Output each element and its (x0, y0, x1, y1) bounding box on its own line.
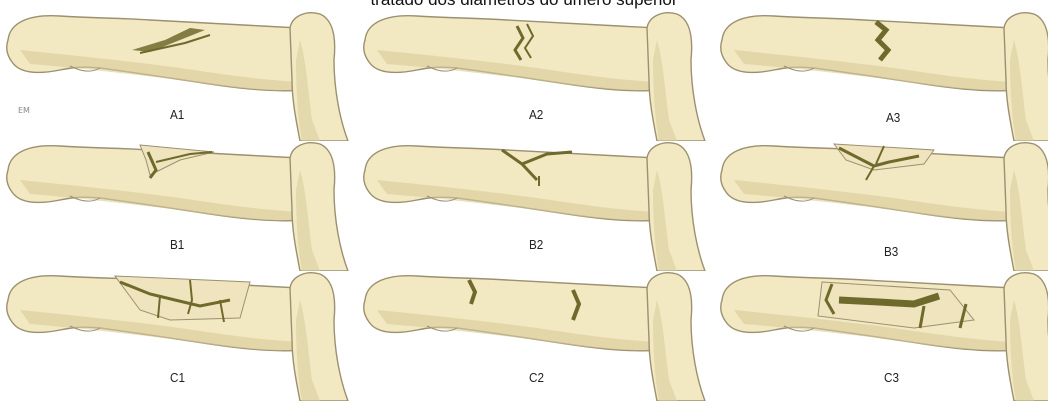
panel-label-b3: B3 (884, 244, 898, 259)
panel-label-a3: A3 (886, 110, 900, 125)
panel-label-b1: B1 (170, 237, 184, 252)
panel-c2: C2 (357, 270, 706, 401)
panel-c3: C3 (714, 270, 1048, 401)
panel-label-c1: C1 (170, 370, 185, 385)
panel-a2: A2 (357, 10, 706, 141)
panel-label-b2: B2 (529, 237, 543, 252)
panel-label-a1: A1 (170, 107, 184, 122)
bone-illustration-b3 (714, 140, 1048, 271)
panel-c1: C1 (0, 270, 349, 401)
panel-a1: EM A1 (0, 10, 349, 141)
panel-b3: B3 (714, 140, 1048, 271)
panel-label-c3: C3 (884, 370, 899, 385)
panel-b2: B2 (357, 140, 706, 271)
page-title: tratado dos diâmetros do úmero superior (0, 0, 1048, 10)
corner-mark: EM (18, 106, 30, 115)
panel-b1: B1 (0, 140, 349, 271)
panel-a3: A3 (714, 10, 1048, 141)
bone-illustration-c3 (714, 270, 1048, 401)
panel-label-c2: C2 (529, 370, 544, 385)
bone-illustration-a3 (714, 10, 1048, 141)
panel-label-a2: A2 (529, 107, 543, 122)
